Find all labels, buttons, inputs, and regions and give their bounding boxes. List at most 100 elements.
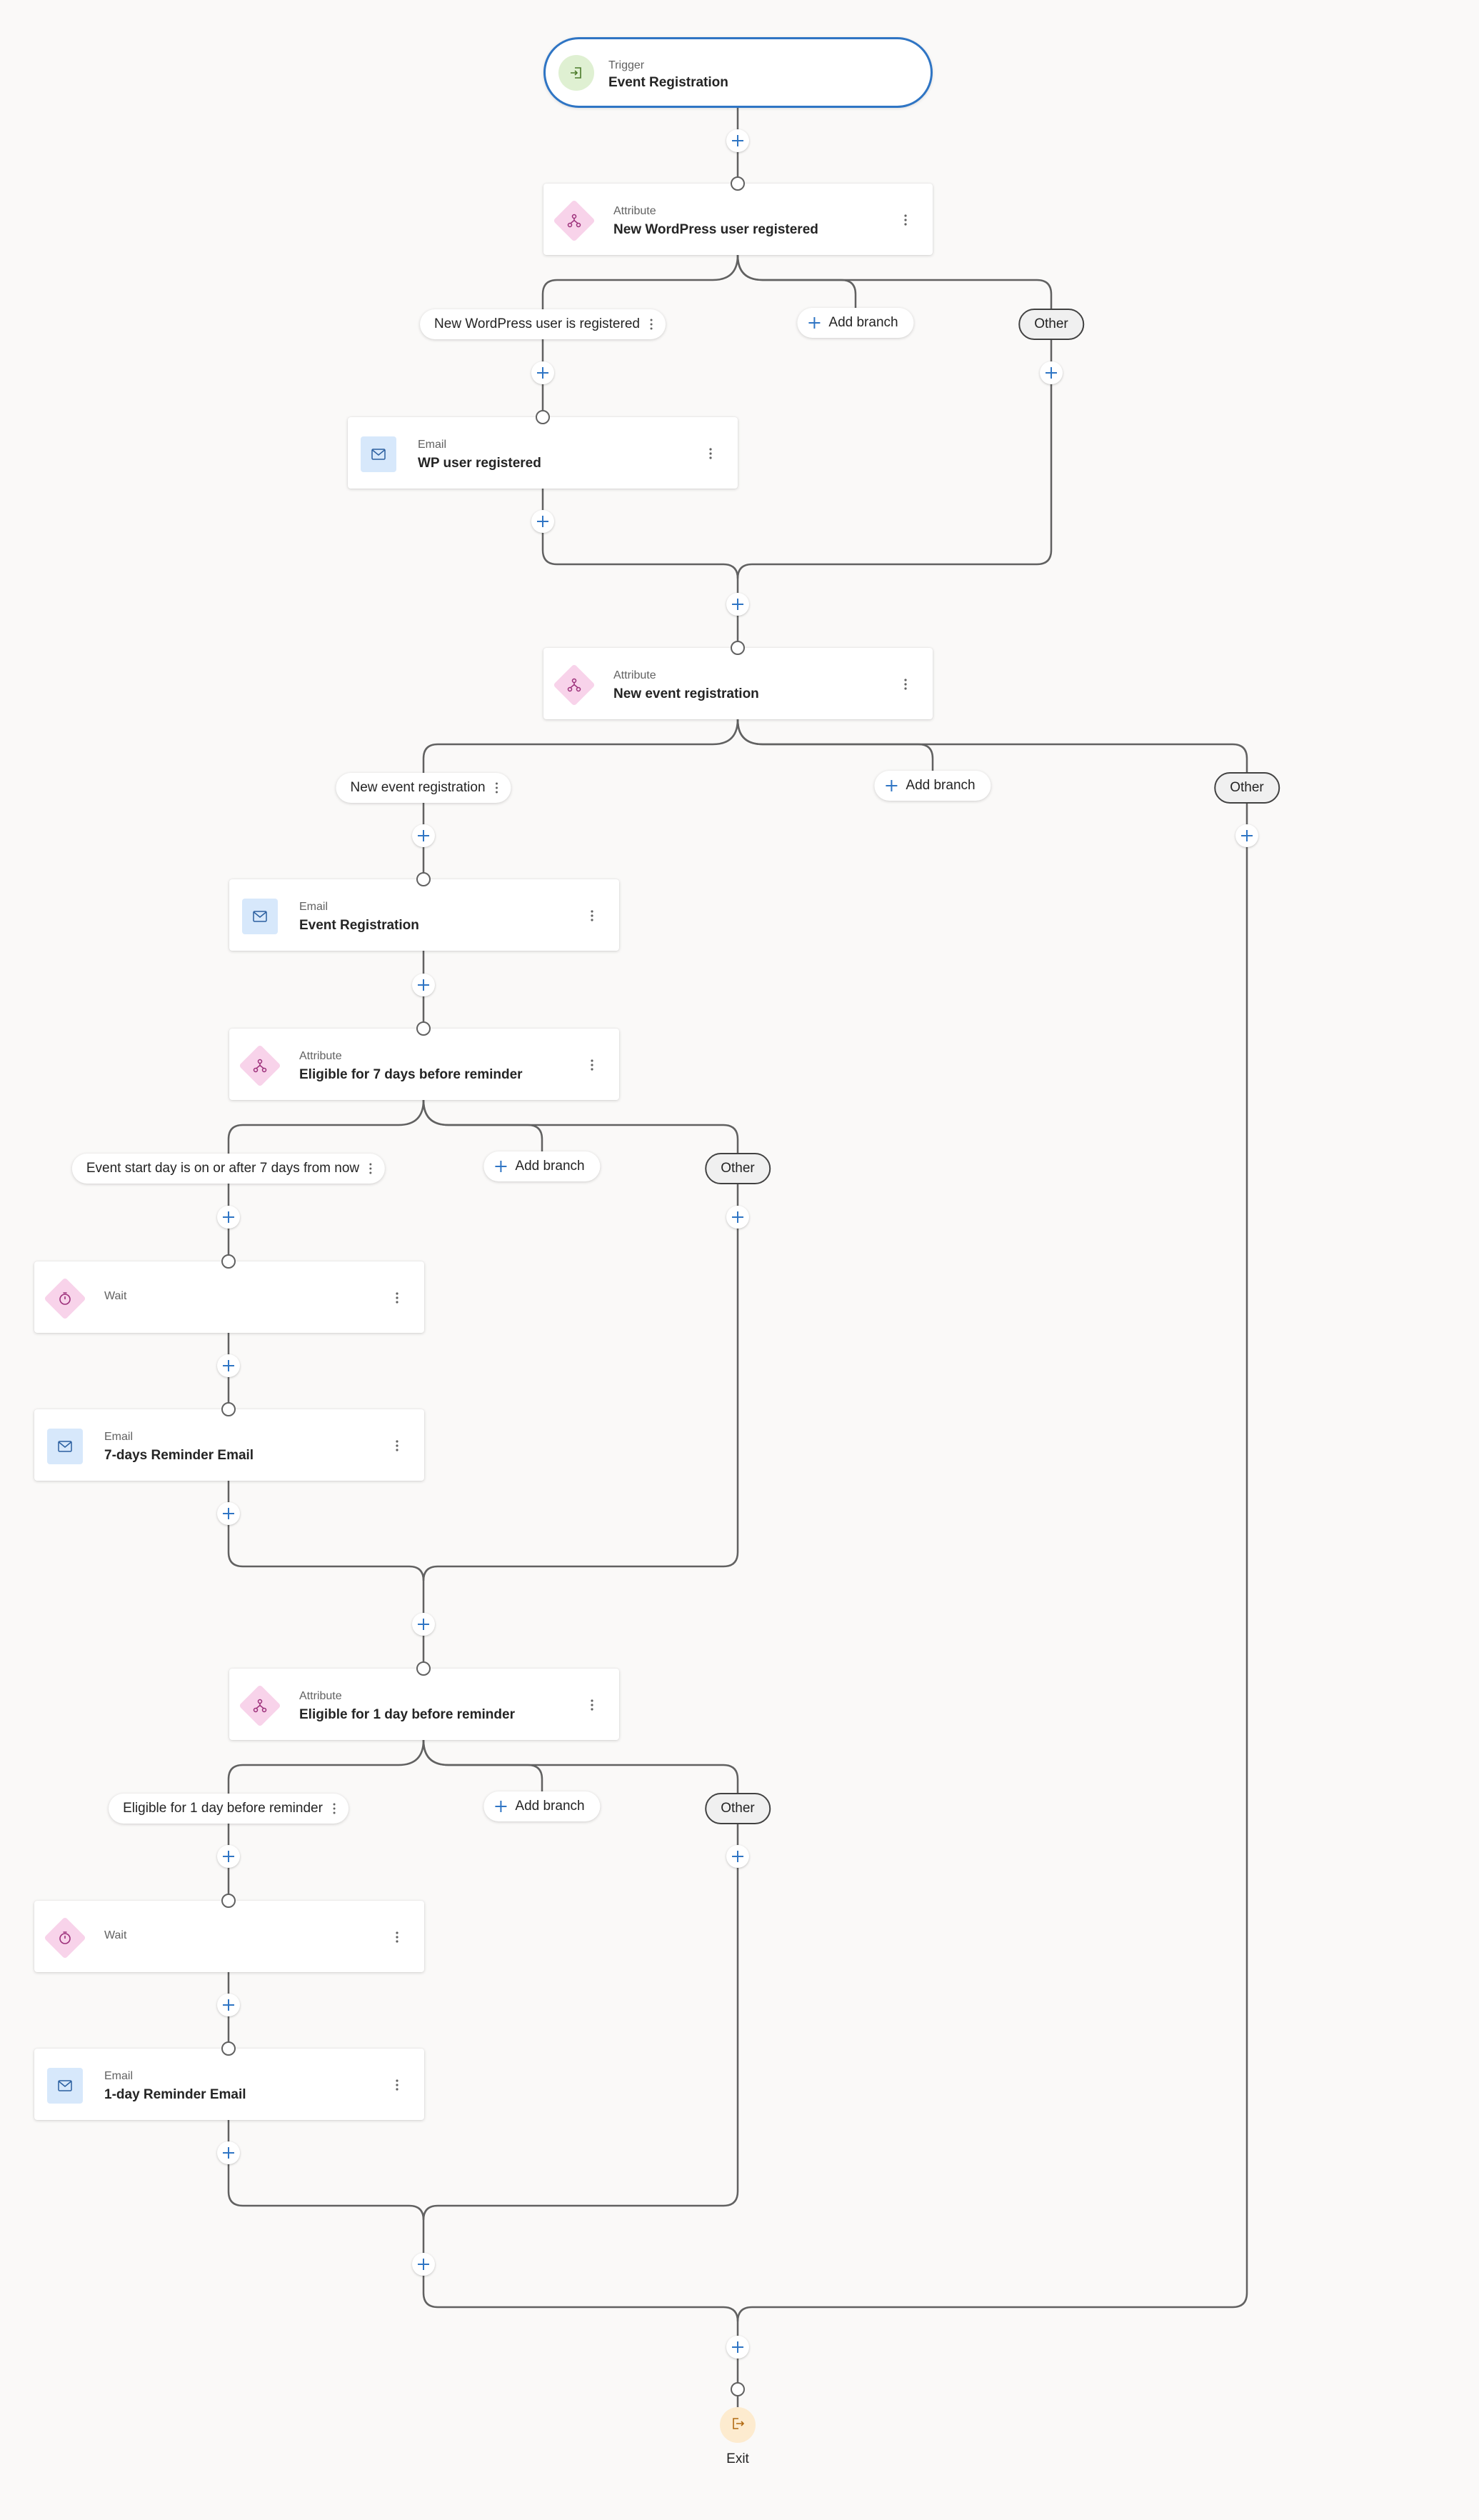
trigger-node[interactable]: Trigger Event Registration — [543, 37, 933, 108]
more-vertical-icon[interactable] — [494, 781, 500, 795]
more-vertical-icon[interactable] — [331, 1801, 337, 1816]
add-branch-label: Add branch — [906, 778, 976, 793]
email-node-1d[interactable]: Email 1-day Reminder Email — [34, 2049, 424, 2120]
more-vertical-icon[interactable] — [585, 905, 599, 926]
add-step-button[interactable] — [412, 1613, 435, 1636]
add-step-button[interactable] — [217, 1845, 240, 1868]
add-branch-button[interactable]: Add branch — [874, 771, 991, 801]
add-step-button[interactable] — [217, 1354, 240, 1377]
node-type: Attribute — [299, 1690, 342, 1702]
plus-icon — [732, 599, 743, 610]
other-label: Other — [721, 1161, 755, 1176]
node-type: Wait — [104, 1290, 127, 1302]
connector-dot — [221, 1894, 236, 1908]
plus-icon — [223, 1211, 234, 1223]
plus-icon — [418, 979, 429, 991]
plus-icon — [493, 1159, 508, 1174]
other-branch-pill[interactable]: Other — [1214, 772, 1280, 804]
more-vertical-icon[interactable] — [703, 443, 718, 464]
exit-label: Exit — [726, 2451, 749, 2466]
node-name: New WordPress user registered — [613, 222, 818, 237]
add-step-button[interactable] — [726, 2336, 749, 2359]
other-branch-pill[interactable]: Other — [1018, 309, 1084, 340]
add-step-button[interactable] — [1235, 824, 1258, 847]
wait-node-7d[interactable]: Wait — [34, 1261, 424, 1333]
enter-arrow-icon — [558, 55, 594, 91]
branch-network-icon — [553, 199, 596, 242]
connector-dot — [221, 2041, 236, 2056]
add-step-button[interactable] — [217, 1502, 240, 1525]
add-branch-label: Add branch — [828, 315, 898, 330]
node-name: WP user registered — [418, 456, 541, 471]
branch-condition-wp[interactable]: New WordPress user is registered — [420, 309, 666, 339]
more-vertical-icon[interactable] — [390, 1287, 404, 1309]
branch-label: Event start day is on or after 7 days fr… — [86, 1161, 360, 1176]
plus-icon — [732, 1211, 743, 1223]
plus-icon — [807, 316, 821, 330]
add-step-button[interactable] — [531, 510, 554, 533]
email-node-7d[interactable]: Email 7-days Reminder Email — [34, 1409, 424, 1481]
more-vertical-icon[interactable] — [648, 317, 654, 331]
plus-icon — [418, 830, 429, 841]
node-type: Wait — [104, 1929, 127, 1941]
add-branch-label: Add branch — [515, 1159, 585, 1174]
branch-condition-7d[interactable]: Event start day is on or after 7 days fr… — [71, 1154, 386, 1184]
connector-dot — [221, 1402, 236, 1416]
add-step-button[interactable] — [726, 1845, 749, 1868]
plus-icon — [884, 779, 898, 793]
add-step-button[interactable] — [412, 974, 435, 996]
wait-node-1d[interactable]: Wait — [34, 1901, 424, 1972]
other-label: Other — [1230, 780, 1264, 795]
plus-icon — [732, 2341, 743, 2353]
node-type: Email — [299, 901, 329, 913]
more-vertical-icon[interactable] — [585, 1054, 599, 1076]
add-step-button[interactable] — [726, 1206, 749, 1229]
plus-icon — [223, 1999, 234, 2011]
plus-icon — [418, 1619, 429, 1630]
node-type: Email — [104, 2070, 134, 2082]
more-vertical-icon[interactable] — [390, 2074, 404, 2096]
email-node-wp[interactable]: Email WP user registered — [348, 417, 738, 489]
exit-node[interactable] — [720, 2407, 756, 2443]
timer-icon — [44, 1916, 86, 1959]
branch-condition-event[interactable]: New event registration — [336, 773, 511, 803]
attribute-node-1d[interactable]: Attribute Eligible for 1 day before remi… — [229, 1669, 619, 1740]
other-branch-pill[interactable]: Other — [705, 1793, 771, 1824]
more-vertical-icon[interactable] — [368, 1161, 373, 1176]
add-step-button[interactable] — [217, 2141, 240, 2164]
connector-dot — [416, 1021, 431, 1036]
add-step-button[interactable] — [412, 824, 435, 847]
node-type: Email — [418, 439, 447, 451]
attribute-node-wp[interactable]: Attribute New WordPress user registered — [543, 184, 933, 255]
plus-icon — [223, 1508, 234, 1519]
branch-network-icon — [553, 664, 596, 706]
node-type: Attribute — [613, 205, 656, 217]
add-step-button[interactable] — [217, 1206, 240, 1229]
add-branch-button[interactable]: Add branch — [483, 1791, 601, 1821]
more-vertical-icon[interactable] — [390, 1926, 404, 1948]
add-step-button[interactable] — [531, 361, 554, 384]
branch-condition-1d[interactable]: Eligible for 1 day before reminder — [109, 1794, 349, 1824]
attribute-node-event[interactable]: Attribute New event registration — [543, 648, 933, 719]
node-name: 7-days Reminder Email — [104, 1448, 254, 1463]
add-step-button[interactable] — [412, 2253, 435, 2276]
other-branch-pill[interactable]: Other — [705, 1153, 771, 1184]
add-step-button[interactable] — [1040, 361, 1063, 384]
more-vertical-icon[interactable] — [898, 674, 913, 695]
connector-dot — [731, 2382, 745, 2396]
exit-arrow-icon — [730, 2416, 746, 2435]
add-step-button[interactable] — [726, 129, 749, 152]
plus-icon — [537, 367, 548, 379]
email-node-event[interactable]: Email Event Registration — [229, 879, 619, 951]
envelope-icon — [361, 436, 396, 472]
add-branch-button[interactable]: Add branch — [797, 308, 914, 338]
node-name: Event Registration — [299, 918, 419, 933]
more-vertical-icon[interactable] — [390, 1435, 404, 1456]
add-step-button[interactable] — [217, 1994, 240, 2016]
add-branch-button[interactable]: Add branch — [483, 1151, 601, 1181]
attribute-node-7d[interactable]: Attribute Eligible for 7 days before rem… — [229, 1029, 619, 1100]
more-vertical-icon[interactable] — [898, 209, 913, 231]
more-vertical-icon[interactable] — [585, 1694, 599, 1716]
add-step-button[interactable] — [726, 593, 749, 616]
